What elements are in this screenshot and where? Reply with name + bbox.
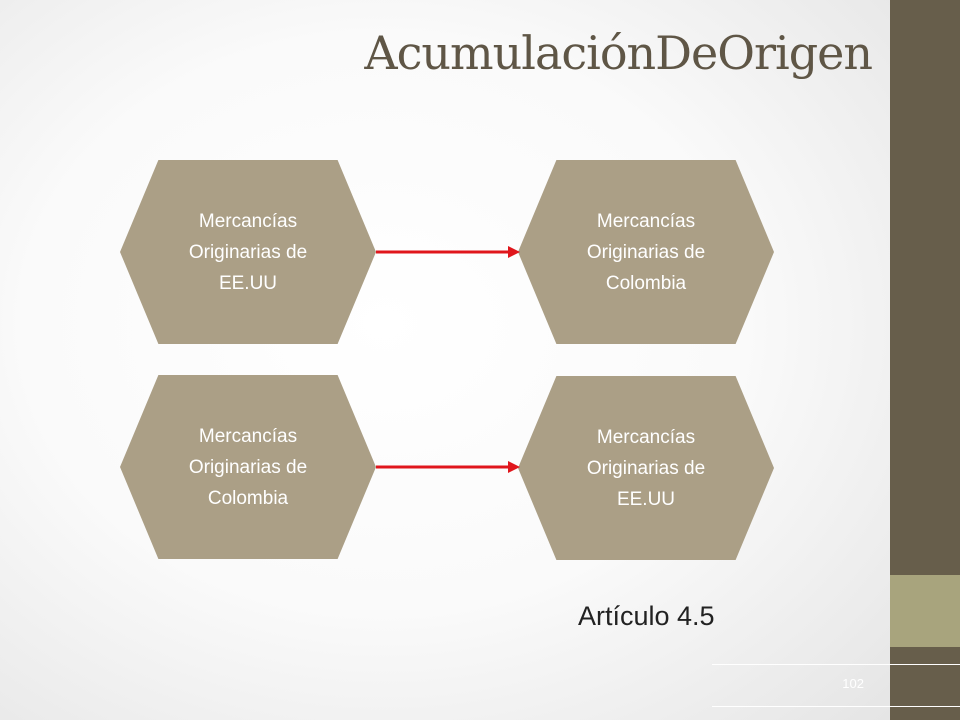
sidebar-accent-band	[890, 575, 960, 647]
hexagon-label: Mercancías Originarias de EE.UU	[586, 426, 706, 510]
hexagon-label: Mercancías Originarias de EE.UU	[188, 210, 308, 294]
hexagon-label: Mercancías Originarias de Colombia	[586, 210, 706, 294]
article-caption: Artículo 4.5	[578, 601, 715, 631]
hexagon-row2-source: Mercancías Originarias de Colombia	[120, 375, 376, 559]
arrow-row2	[376, 461, 520, 473]
hexagon-label: Mercancías Originarias de Colombia	[188, 425, 308, 509]
page-number: 102	[842, 676, 864, 691]
hexagon-row2-target: Mercancías Originarias de EE.UU	[518, 376, 774, 560]
arrow-row1	[376, 246, 520, 258]
footer-line-bottom	[712, 706, 960, 707]
arrowhead-icon	[508, 246, 520, 258]
arrowhead-icon	[508, 461, 520, 473]
footer-line-top	[712, 664, 960, 665]
slide-title: AcumulaciónDeOrigen	[364, 26, 873, 80]
hexagon-row1-target: Mercancías Originarias de Colombia	[518, 160, 774, 344]
hexagon-row1-source: Mercancías Originarias de EE.UU	[120, 160, 376, 344]
